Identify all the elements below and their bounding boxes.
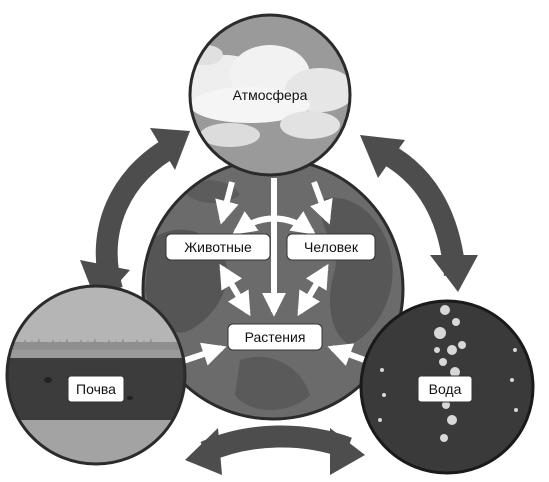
human-box: Человек xyxy=(286,233,376,261)
cycle-arrow-bottom xyxy=(185,425,365,475)
inner-arrows xyxy=(179,178,372,366)
atmosphere-label: Атмосфера xyxy=(233,87,308,103)
human-label: Человек xyxy=(304,239,359,255)
soil-label: Почва xyxy=(76,381,116,397)
water-label: Вода xyxy=(429,381,462,397)
animals-box: Животные xyxy=(165,233,271,261)
plants-box: Растения xyxy=(227,323,323,351)
soil-box: Почва xyxy=(67,375,125,403)
animals-label: Животные xyxy=(184,239,252,255)
plants-label: Растения xyxy=(245,329,306,345)
atmosphere-circle: Атмосфера xyxy=(188,13,352,177)
cycle-arrow-left xyxy=(80,128,190,306)
water-box: Вода xyxy=(417,375,473,403)
cycle-arrow-right xyxy=(360,135,478,292)
